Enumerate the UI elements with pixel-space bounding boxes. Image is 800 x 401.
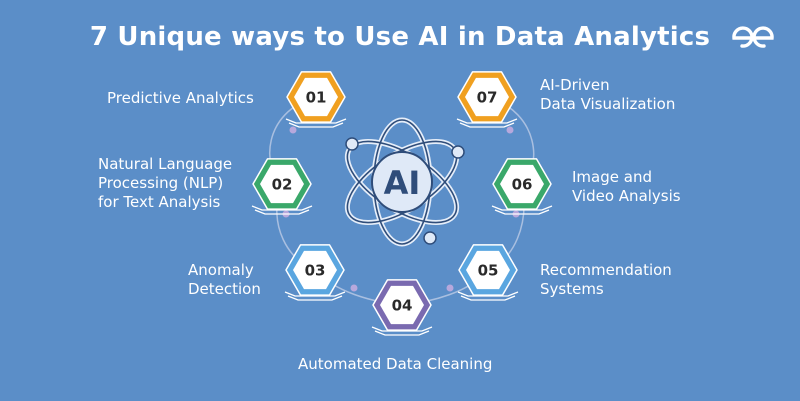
hex-number: 01	[306, 89, 327, 107]
hex-number: 05	[478, 262, 499, 280]
center-ai-text: AI	[384, 164, 421, 202]
hex-underline	[287, 295, 343, 301]
hex-inner	[466, 250, 510, 290]
hex-underline	[456, 118, 518, 124]
item-label-03: Anomaly Detection	[188, 261, 261, 298]
hex-item-03: 03	[284, 244, 346, 301]
hex-underline	[460, 295, 516, 301]
ring-dot	[350, 284, 358, 292]
geeksforgeeks-logo-icon	[732, 26, 774, 48]
hex-number: 07	[477, 89, 498, 107]
hex-item-02: 02	[251, 158, 313, 215]
hex-item-01: 01	[285, 71, 347, 128]
hex-underline	[459, 122, 515, 128]
hex-item-04: 04	[371, 279, 433, 336]
hex-number: 06	[512, 176, 533, 194]
hex-underline	[374, 330, 430, 336]
item-label-01: Predictive Analytics	[107, 89, 254, 107]
hex-inner	[294, 77, 338, 117]
hex-item-05: 05	[457, 244, 519, 301]
item-label-02: Natural Language Processing (NLP) for Te…	[98, 155, 233, 211]
ring-dot	[446, 284, 454, 292]
hex-underline	[457, 291, 519, 297]
hex-inner	[465, 77, 509, 117]
hex-inner	[380, 285, 424, 325]
hex-underline	[371, 326, 433, 332]
hex-underline	[491, 205, 553, 211]
hex-underline	[494, 209, 550, 215]
hex-item-06: 06	[491, 158, 553, 215]
hex-underline	[251, 205, 313, 211]
hex-inner	[260, 164, 304, 204]
item-label-07: AI-Driven Data Visualization	[540, 76, 676, 113]
page-title: 7 Unique ways to Use AI in Data Analytic…	[89, 22, 711, 52]
hex-underline	[284, 291, 346, 297]
hex-number: 04	[392, 297, 413, 315]
hex-item-07: 07	[456, 71, 518, 128]
hex-inner	[293, 250, 337, 290]
hex-inner	[500, 164, 544, 204]
ai-atom-icon: AI	[344, 117, 465, 247]
item-label-05: Recommendation Systems	[540, 261, 672, 298]
item-label-04: Automated Data Cleaning	[298, 355, 493, 373]
ring-dot	[289, 126, 297, 134]
hex-underline	[254, 209, 310, 215]
ring-dot	[506, 126, 514, 134]
hex-underline	[288, 122, 344, 128]
hex-underline	[285, 118, 347, 124]
hex-number: 02	[272, 176, 293, 194]
hex-number: 03	[305, 262, 326, 280]
item-label-06: Image and Video Analysis	[572, 168, 681, 205]
